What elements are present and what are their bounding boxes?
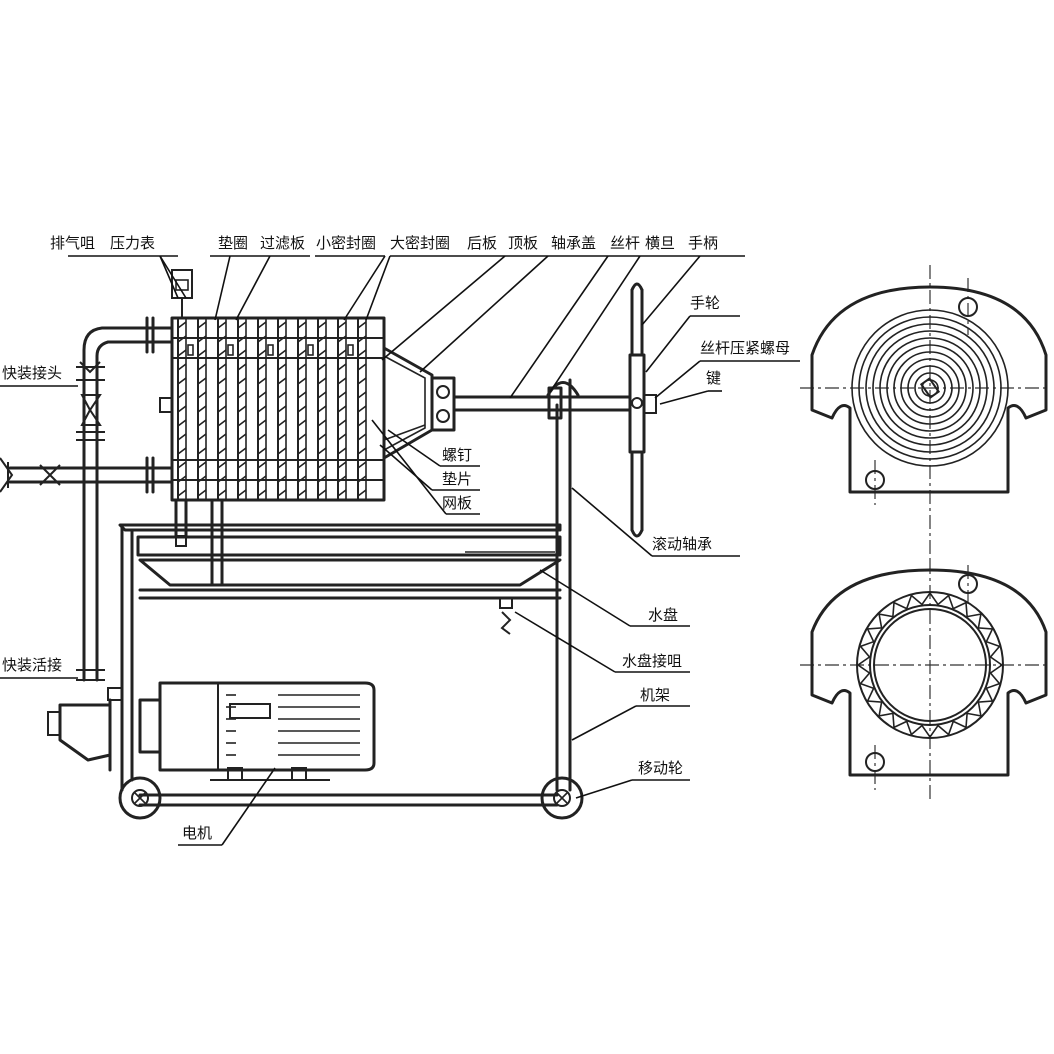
- label-bearing-cap: 轴承盖: [551, 234, 596, 252]
- mesh-plate-view: [800, 265, 1050, 560]
- label-moving-wheel: 移动轮: [638, 759, 683, 777]
- motor: [138, 681, 376, 781]
- label-gasket-ring: 垫圈: [218, 234, 248, 252]
- label-frame: 机架: [640, 686, 670, 704]
- label-rolling-bearing: 滚动轴承: [652, 535, 712, 553]
- inlet-piping: [0, 269, 193, 772]
- label-quick-connector: 快装接头: [2, 364, 62, 382]
- top-plate-cone: [382, 346, 456, 460]
- filter-plate-view: [800, 560, 1050, 800]
- handwheel: [630, 282, 644, 538]
- label-water-tray-nozzle: 水盘接咀: [622, 652, 682, 670]
- label-filter-plate: 过滤板: [260, 234, 305, 252]
- labels: 排气咀 压力表 垫圈 过滤板 小密封圈 大密封圈 后板 顶板 轴承盖 丝杆 横旦…: [2, 234, 790, 842]
- label-screw-lock-nut: 丝杆压紧螺母: [700, 339, 790, 357]
- label-top-plate: 顶板: [508, 234, 538, 252]
- label-motor: 电机: [182, 824, 212, 842]
- label-handle: 手柄: [688, 234, 718, 252]
- water-tray: [136, 535, 562, 635]
- label-washer: 垫片: [442, 470, 472, 488]
- label-key: 键: [706, 369, 721, 387]
- label-screw-rod: 丝杆: [610, 234, 640, 252]
- label-pressure-gauge: 压力表: [110, 234, 155, 252]
- label-mesh-plate: 网板: [442, 494, 472, 512]
- label-rear-plate: 后板: [467, 234, 497, 252]
- label-small-seal-ring: 小密封圈: [316, 234, 376, 252]
- label-quick-union: 快装活接: [2, 656, 62, 674]
- frame: [118, 378, 580, 807]
- moving-wheel-right: [540, 776, 584, 820]
- label-large-seal-ring: 大密封圈: [390, 234, 450, 252]
- label-exhaust-nozzle: 排气咀: [50, 234, 95, 252]
- moving-wheel-left: [118, 776, 162, 820]
- leader-lines: [0, 255, 800, 846]
- label-handwheel: 手轮: [690, 294, 720, 312]
- label-water-tray: 水盘: [648, 606, 678, 624]
- label-crossbar: 横旦: [645, 234, 675, 252]
- screw-rod: [452, 353, 657, 454]
- label-screw: 螺钉: [442, 446, 472, 464]
- filter-plate-stack: [170, 316, 386, 502]
